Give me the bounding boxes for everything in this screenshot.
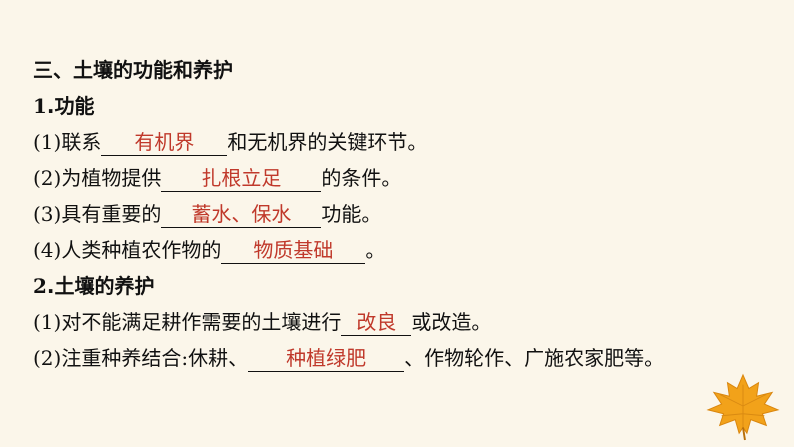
part1-heading: 1.功能 (33, 88, 773, 124)
item-prefix: (2)为植物提供 (33, 166, 162, 190)
answer-text: 种植绿肥 (286, 346, 367, 370)
part1-title: .功能 (46, 94, 95, 118)
answer-blank: 改良 (341, 309, 412, 336)
item-suffix: 和无机界的关键环节。 (227, 130, 428, 154)
item-suffix: 功能。 (321, 202, 382, 226)
part1-item-3: (3)具有重要的 蓄水、保水 功能。 (33, 196, 773, 232)
item-suffix: 。 (365, 238, 386, 262)
item-prefix: (1)联系 (33, 130, 102, 154)
answer-blank: 物质基础 (221, 237, 366, 264)
item-suffix: 的条件。 (321, 166, 402, 190)
item-suffix: 、作物轮作、广施农家肥等。 (404, 346, 665, 370)
part2-heading: 2.土壤的养护 (33, 268, 773, 304)
part2-item-1: (1)对不能满足耕作需要的土壤进行改良或改造。 (33, 304, 773, 340)
part1-item-4: (4)人类种植农作物的 物质基础 。 (33, 232, 773, 268)
answer-text: 有机界 (134, 130, 195, 154)
maple-leaf-icon (706, 373, 780, 441)
item-prefix: (3)具有重要的 (33, 202, 162, 226)
answer-blank: 有机界 (101, 129, 228, 156)
item-prefix: (2)注重种养结合:休耕、 (33, 346, 249, 370)
part2-title: .土壤的养护 (46, 274, 155, 298)
item-prefix: (4)人类种植农作物的 (33, 238, 222, 262)
answer-text: 蓄水、保水 (191, 202, 292, 226)
section-title: 三、土壤的功能和养护 (33, 58, 233, 82)
answer-blank: 种植绿肥 (248, 345, 405, 372)
answer-text: 扎根立足 (201, 166, 282, 190)
part2-item-2: (2)注重种养结合:休耕、 种植绿肥 、作物轮作、广施农家肥等。 (33, 340, 773, 376)
part2-number: 2 (33, 274, 47, 298)
item-suffix: 或改造。 (411, 310, 492, 334)
answer-blank: 蓄水、保水 (161, 201, 322, 228)
item-prefix: (1)对不能满足耕作需要的土壤进行 (33, 310, 342, 334)
part1-item-1: (1)联系 有机界 和无机界的关键环节。 (33, 124, 773, 160)
worksheet-content: 三、土壤的功能和养护 1.功能 (1)联系 有机界 和无机界的关键环节。 (2)为植… (33, 52, 773, 376)
answer-blank: 扎根立足 (161, 165, 322, 192)
answer-text: 物质基础 (253, 238, 334, 262)
answer-text: 改良 (356, 310, 397, 334)
part1-item-2: (2)为植物提供 扎根立足 的条件。 (33, 160, 773, 196)
part1-number: 1 (33, 94, 47, 118)
